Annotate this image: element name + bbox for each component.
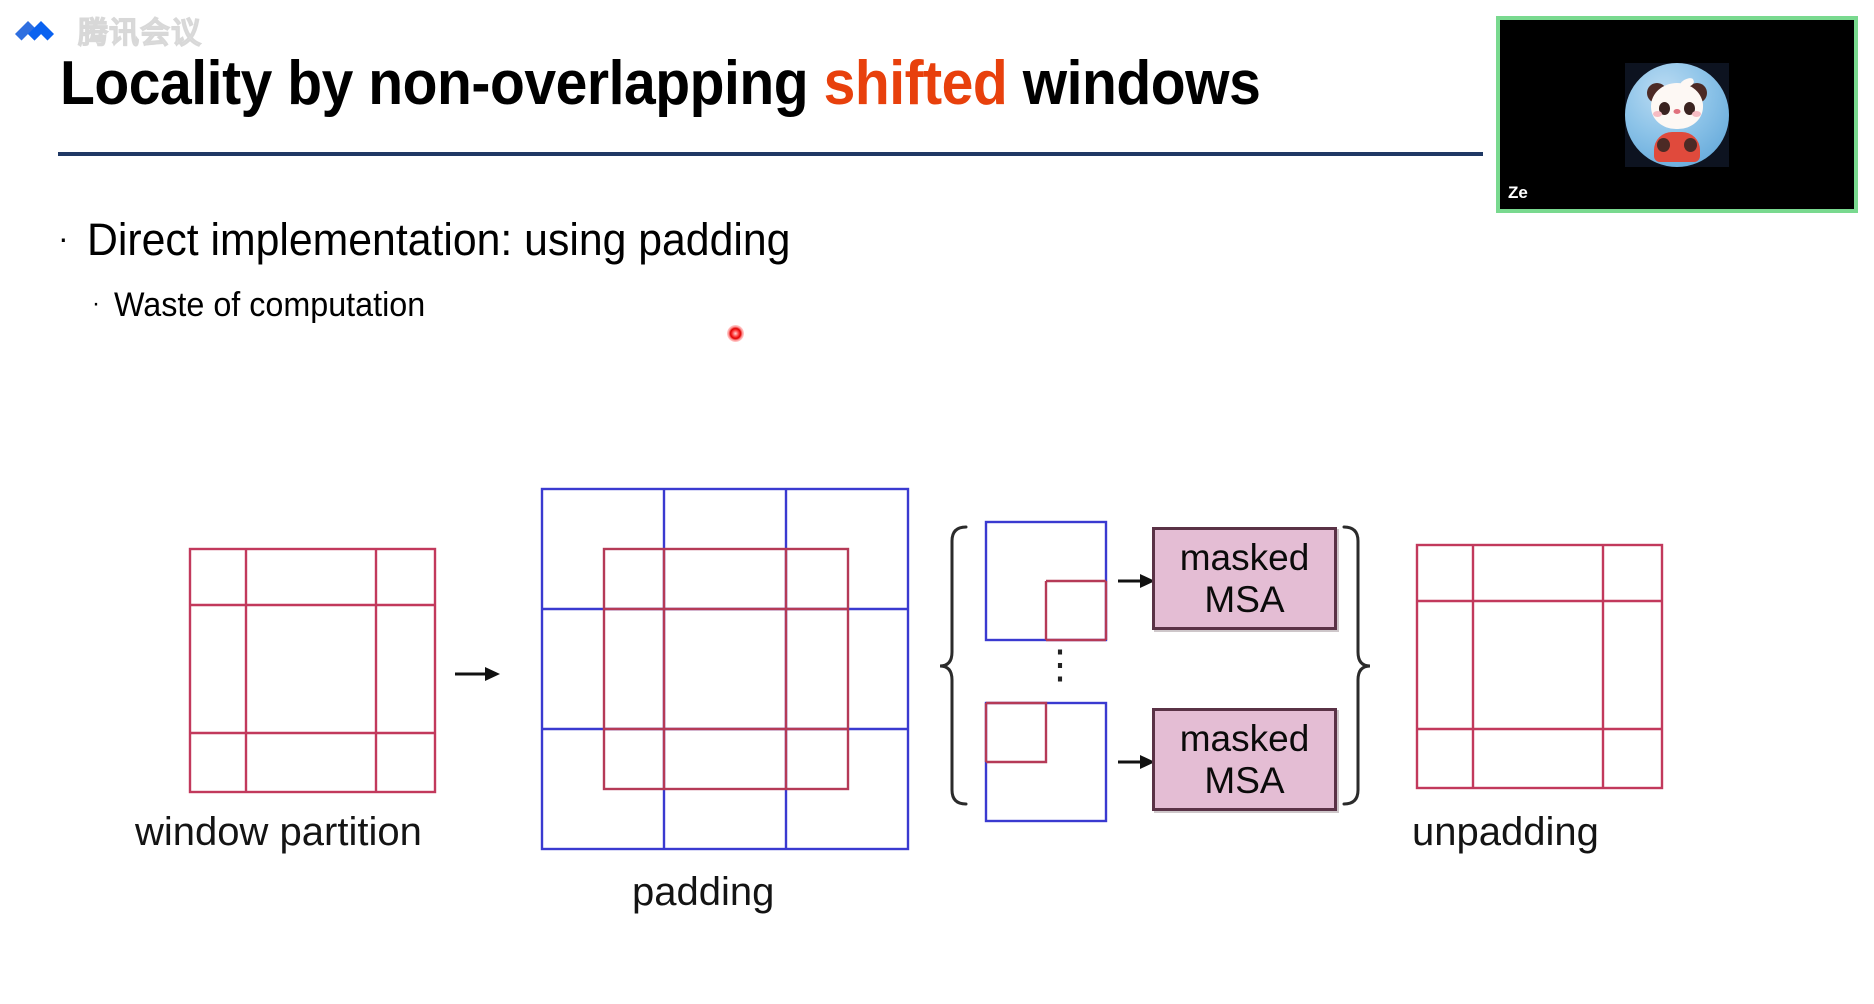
arrow-window-top-to-msa-icon bbox=[1118, 574, 1155, 588]
diagram-label-padding: padding bbox=[632, 870, 775, 914]
bullet-text: Waste of computation bbox=[114, 286, 426, 324]
bullet-text: Direct implementation: using padding bbox=[86, 214, 791, 265]
brace-right bbox=[1342, 525, 1371, 806]
bullet-item-direct-implementation: · Direct implementation: using padding bbox=[58, 214, 827, 266]
panda-paw-left bbox=[1657, 137, 1671, 152]
participant-name-label: Ze bbox=[1508, 183, 1528, 202]
tencent-meeting-logo-icon bbox=[15, 21, 54, 41]
padding-inner-shifted-grid bbox=[602, 547, 850, 791]
panda-eye-right bbox=[1683, 102, 1695, 116]
page-title: Locality by non-overlapping shifted wind… bbox=[60, 48, 1261, 119]
masked-msa-bottom-block: masked MSA bbox=[1152, 708, 1337, 811]
masked-window-bottom bbox=[984, 701, 1108, 823]
unpadding-grid bbox=[1415, 543, 1664, 790]
masked-msa-line1: masked bbox=[1179, 718, 1310, 760]
panda-eye-left bbox=[1659, 102, 1671, 116]
bullet-marker-icon: · bbox=[58, 220, 69, 256]
laser-pointer-dot-icon bbox=[727, 325, 744, 342]
panda-avatar-icon bbox=[1625, 62, 1729, 167]
masked-msa-line1: masked bbox=[1179, 537, 1310, 579]
title-highlight-shifted: shifted bbox=[823, 49, 1008, 118]
tencent-meeting-watermark: 腾讯会议 bbox=[14, 14, 202, 54]
padding-outer-grid bbox=[540, 487, 910, 851]
masked-window-top bbox=[984, 520, 1108, 642]
tencent-meeting-brand-text: 腾讯会议 bbox=[78, 16, 202, 51]
title-part-1: Locality by non-overlapping bbox=[60, 49, 824, 118]
participant-video-tile[interactable]: Ze bbox=[1496, 16, 1858, 213]
title-divider bbox=[58, 152, 1483, 156]
vertical-ellipsis-icon: ⋮ bbox=[1040, 643, 1080, 687]
panda-nose bbox=[1673, 109, 1681, 115]
arrow-window-bottom-to-msa-icon bbox=[1118, 755, 1155, 769]
masked-msa-line2: MSA bbox=[1204, 578, 1285, 620]
avatar bbox=[1625, 62, 1729, 167]
panda-cheek-left bbox=[1653, 111, 1663, 118]
window-partition-grid bbox=[188, 547, 437, 794]
title-part-3: windows bbox=[1007, 49, 1261, 118]
bullet-item-waste-of-computation: · Waste of computation bbox=[92, 286, 442, 325]
arrow-partition-to-padding-icon bbox=[455, 667, 500, 681]
bullet-marker-icon: · bbox=[92, 290, 100, 317]
masked-msa-line2: MSA bbox=[1204, 759, 1285, 801]
diagram-label-unpadding: unpadding bbox=[1412, 810, 1599, 854]
panda-paw-right bbox=[1683, 137, 1697, 152]
masked-msa-top-block: masked MSA bbox=[1152, 527, 1337, 630]
panda-cheek-right bbox=[1691, 111, 1701, 118]
brace-left bbox=[939, 525, 968, 806]
diagram-label-window-partition: window partition bbox=[135, 810, 422, 854]
